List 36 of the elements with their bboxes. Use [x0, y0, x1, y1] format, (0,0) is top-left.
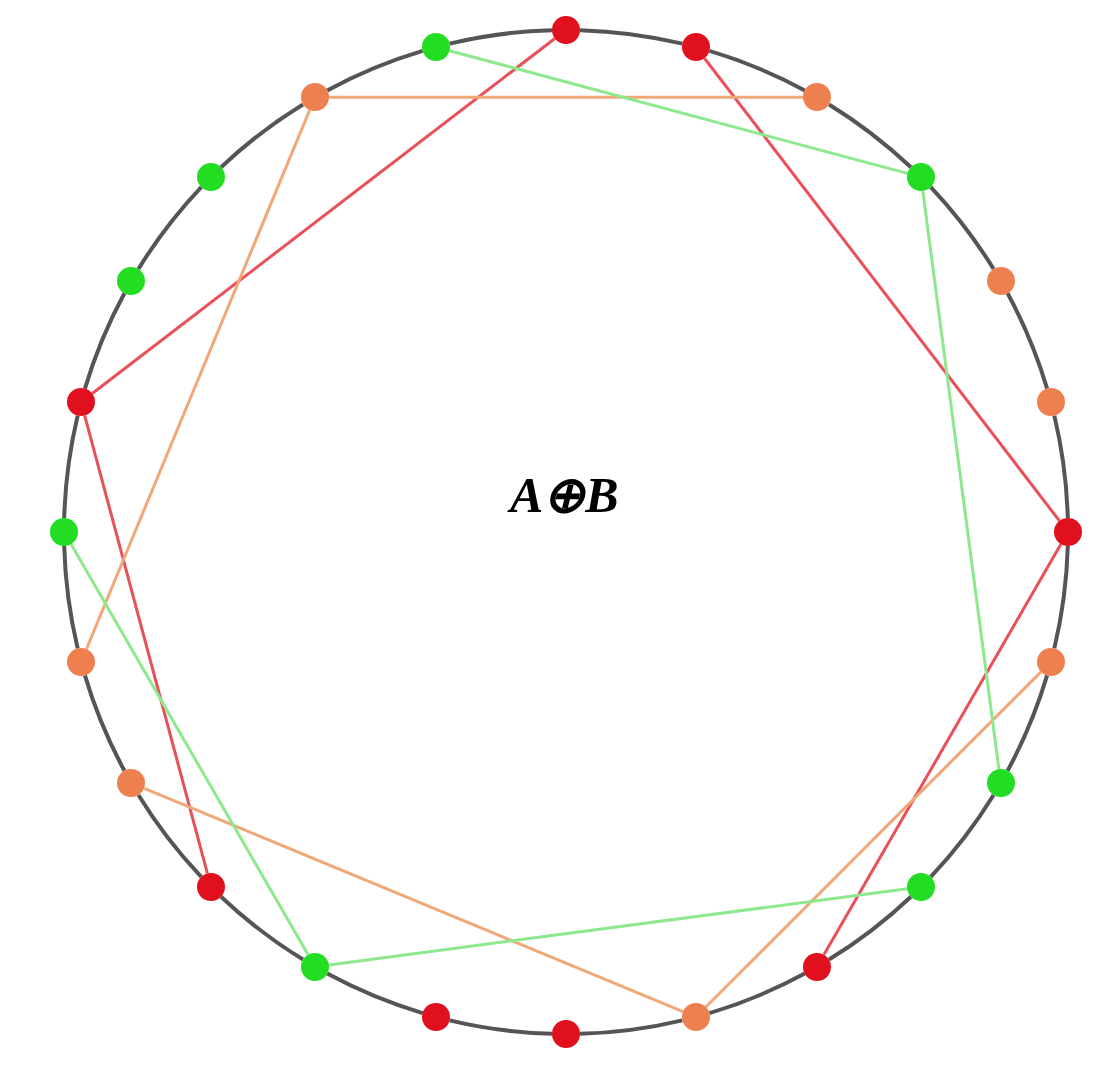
ring-arc	[449, 28, 553, 46]
chord-line	[921, 190, 1001, 770]
ring-arc	[449, 1018, 553, 1036]
ring-arc	[929, 185, 996, 271]
ring-arc	[136, 793, 203, 879]
ring-arc	[219, 102, 305, 169]
chord-line	[83, 415, 209, 874]
chord-line	[449, 49, 908, 175]
chord-line	[822, 543, 1063, 956]
ring-arc	[62, 545, 80, 649]
chord-line	[328, 887, 908, 967]
ring-arc	[708, 971, 806, 1015]
ring-arc	[1052, 545, 1070, 649]
ring-arc	[83, 674, 127, 772]
chord-line	[329, 95, 803, 99]
chord-line	[69, 543, 310, 956]
ring-arc	[579, 28, 683, 46]
ring-arc	[929, 793, 996, 879]
ring-arc	[326, 971, 424, 1015]
ring-arc	[827, 895, 913, 962]
ring-arc	[219, 895, 305, 962]
ring-arc	[1005, 674, 1049, 772]
ring-arc	[1052, 415, 1070, 519]
chord-line	[703, 57, 1061, 522]
chord-line	[704, 670, 1043, 1009]
chord-line	[143, 786, 684, 1013]
ring-arc	[83, 292, 127, 390]
chord-line	[91, 37, 556, 395]
chord-line	[85, 109, 312, 650]
ring-arc	[136, 185, 203, 271]
ring-arc	[708, 49, 806, 93]
ring-arc	[326, 49, 424, 93]
ring-arc	[1005, 292, 1049, 390]
ring-arc	[579, 1018, 683, 1036]
ring-arc	[62, 415, 80, 519]
ring-arc	[827, 102, 913, 169]
